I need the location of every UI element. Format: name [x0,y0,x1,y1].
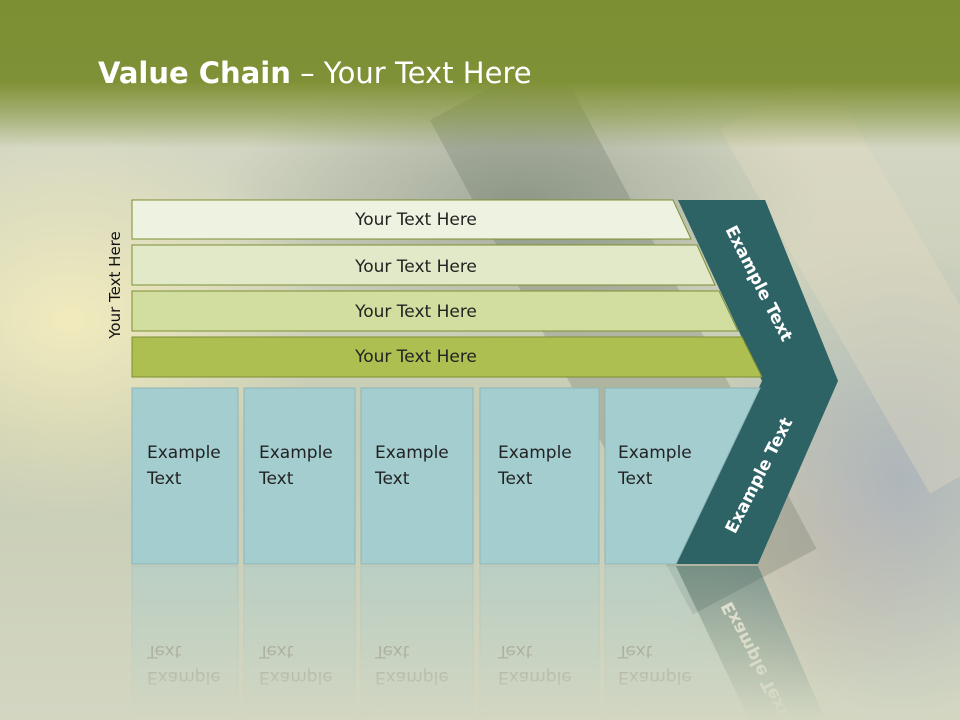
support-label-3: Your Text Here [354,302,477,322]
primary-label-2-line2: Text [258,469,294,489]
svg-text:Example: Example [259,667,333,687]
primary-label-2-line1: Example [259,443,333,463]
primary-label-4-line1: Example [498,443,572,463]
margin-chevron-lower [676,381,838,564]
svg-text:Example: Example [618,667,692,687]
svg-text:Text: Text [374,641,410,661]
slide-title: Value Chain – Your Text Here [98,56,532,90]
primary-box-1 [131,387,239,565]
margin-chevron-upper-fill [678,200,838,381]
primary-label-1-line2: Text [146,469,182,489]
svg-text:Example: Example [498,667,572,687]
support-bar-1 [131,199,692,240]
primary-label-4-line2: Text [497,469,533,489]
support-label-4: Your Text Here [354,347,477,367]
support-bar-2 [131,244,716,286]
title-rest: – Your Text Here [290,56,532,90]
svg-text:Example: Example [375,667,449,687]
support-bar-3 [131,290,739,332]
title-bold: Value Chain [98,56,291,90]
primary-box-5 [604,387,761,565]
primary-box-2 [243,387,356,565]
support-label-1: Your Text Here [354,210,477,230]
svg-text:Text: Text [258,641,294,661]
support-bar-4 [131,336,763,378]
primary-label-1-line1: Example [147,443,221,463]
diagram-reflection: Example Text Example Text Example Text E… [131,565,826,720]
svg-text:Text: Text [146,641,182,661]
primary-label-5-line1: Example [618,443,692,463]
primary-box-3 [360,387,474,565]
primary-label-3-line2: Text [374,469,410,489]
svg-text:Text: Text [617,641,653,661]
primary-label-5-line2: Text [617,469,653,489]
primary-box-4 [479,387,600,565]
header-band [0,0,960,148]
svg-text:Example: Example [147,667,221,687]
support-label-2: Your Text Here [354,257,477,277]
primary-label-3-line1: Example [375,443,449,463]
svg-text:Text: Text [497,641,533,661]
